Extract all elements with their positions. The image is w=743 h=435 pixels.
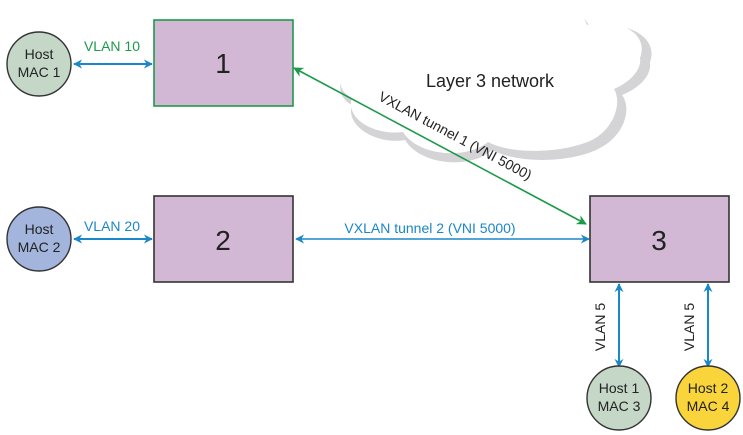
vlan20-label: VLAN 20 bbox=[84, 218, 140, 234]
host2-mac4-line1: Host 2 bbox=[688, 380, 729, 396]
host-mac2-line2: MAC 2 bbox=[18, 239, 61, 255]
switch-3[interactable]: 3 bbox=[589, 195, 730, 283]
host1-mac3[interactable]: Host 1 MAC 3 bbox=[586, 365, 652, 431]
switch-2-label: 2 bbox=[215, 225, 231, 256]
host-mac2-line1: Host bbox=[25, 221, 54, 237]
host-mac1[interactable]: Host MAC 1 bbox=[6, 31, 72, 97]
layer3-cloud: Layer 3 network bbox=[340, 3, 652, 163]
host1-mac3-line2: MAC 3 bbox=[598, 398, 641, 414]
switch-3-label: 3 bbox=[651, 225, 667, 256]
host2-mac4[interactable]: Host 2 MAC 4 bbox=[675, 365, 741, 431]
switch-1-label: 1 bbox=[215, 48, 231, 79]
tunnel2-label: VXLAN tunnel 2 (VNI 5000) bbox=[344, 220, 515, 236]
vlan10-label: VLAN 10 bbox=[84, 38, 140, 54]
host-mac2[interactable]: Host MAC 2 bbox=[6, 206, 72, 272]
tunnel1-link bbox=[293, 67, 587, 225]
host2-mac4-line2: MAC 4 bbox=[687, 398, 730, 414]
vlan5a-label: VLAN 5 bbox=[592, 303, 608, 351]
vlan5b-label: VLAN 5 bbox=[681, 303, 697, 351]
cloud-label: Layer 3 network bbox=[426, 71, 555, 91]
host1-mac3-line1: Host 1 bbox=[599, 380, 640, 396]
host-mac1-line2: MAC 1 bbox=[18, 64, 61, 80]
switch-1[interactable]: 1 bbox=[153, 19, 294, 107]
switch-2[interactable]: 2 bbox=[153, 195, 294, 283]
host-mac1-line1: Host bbox=[25, 46, 54, 62]
